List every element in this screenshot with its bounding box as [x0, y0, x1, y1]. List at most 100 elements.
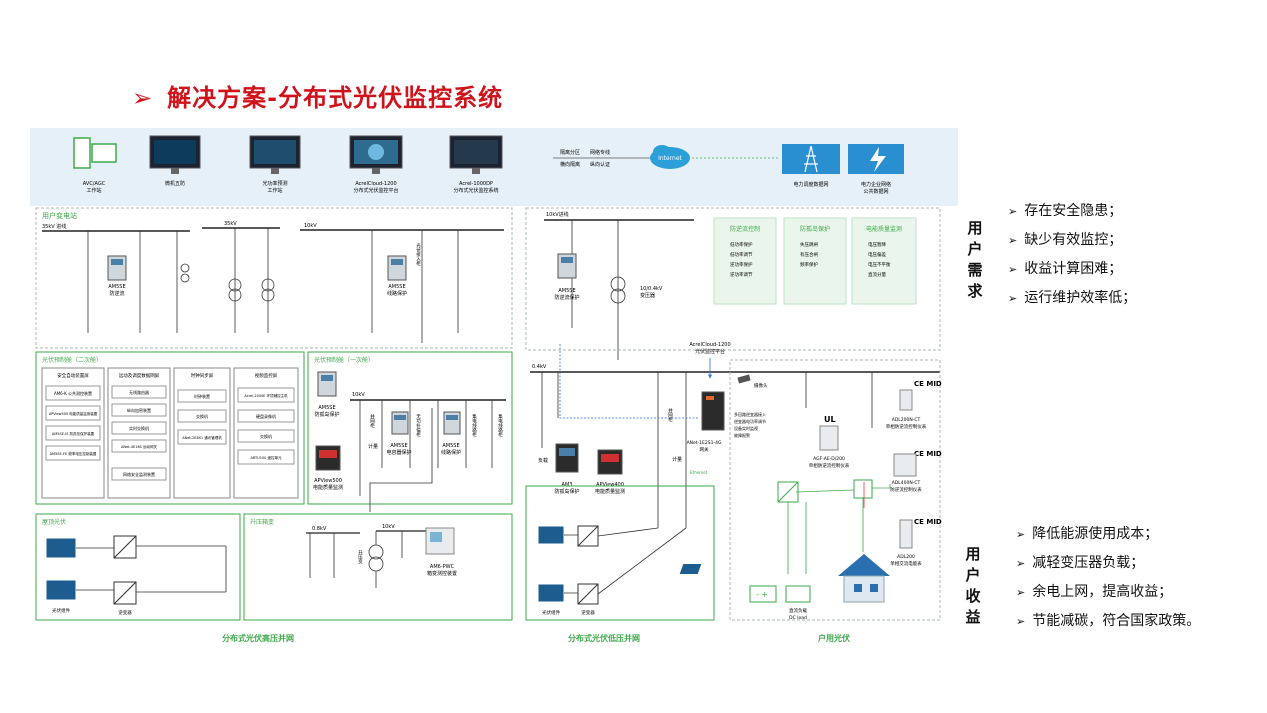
- hv-relay-a: AM5SE 防逆流: [107, 255, 127, 297]
- user-needs-label: 用户需求: [966, 218, 984, 302]
- primary-cabin-title: 光伏预制舱（一次舱）: [314, 356, 374, 364]
- enterprise-label-2: 公共数据网: [863, 188, 888, 195]
- sec-item-2-5: 网络安全监测装置: [123, 471, 155, 477]
- pri-meter: 计量: [368, 443, 378, 450]
- lv-meter-label: 计量: [672, 456, 682, 463]
- pri-apview-1: APView500: [314, 478, 342, 484]
- hv-bus35-label: 35kV 进线: [42, 223, 66, 230]
- enterprise-network-icon: 电力企业网络 公共数据网: [848, 144, 904, 195]
- lv-cab-label: 并网柜: [668, 407, 673, 423]
- hv-am5se-a-2: 防逆流: [109, 290, 124, 297]
- hv-kv35-label: 35kV: [224, 221, 237, 227]
- sec-item-2-4: ANet-4E16S 远动网关: [121, 444, 158, 449]
- lv-gw-item-3: 设备实时监视: [734, 425, 758, 431]
- home-dc-load-2: DC load: [789, 615, 807, 621]
- power-forecast-station: 光功率预测 工作站: [249, 135, 301, 194]
- sec-col-4-items: Acrel-2000E 环境辅控主机 硬盘录像机 交换机 ARTU100 遥控单…: [237, 387, 295, 465]
- lv-box-2-item-1: 失压跳闸: [800, 241, 818, 248]
- avc-workstation: AVC/AGC 工作站: [73, 137, 117, 194]
- station-label-5: Acrel-1000DP: [459, 181, 493, 187]
- hv-substation-title: 用户变电站: [42, 211, 77, 220]
- need-item-1: 存在安全隐患；: [1008, 197, 1136, 226]
- cloud-platform-station: AcrelCloud-1200 分布式光伏监控平台: [349, 135, 403, 194]
- sec-item-1-4: AM5SE-FE 频率电压控制装置: [50, 451, 97, 456]
- lv-tx-2: 变压器: [640, 292, 655, 299]
- net-label-1: 隔离分区: [560, 149, 580, 156]
- benefit-item-3: 余电上网，提高收益；: [1016, 578, 1200, 607]
- lv-kv10-label: 10kV进线: [546, 211, 569, 218]
- lv-am5se-2: 防逆流保护: [554, 294, 579, 301]
- home-adl400n-1: ADL400N-CT: [892, 480, 921, 486]
- user-needs-list: 存在安全隐患； 缺少有效监控； 收益计算困难； 运行维护效率低；: [1008, 197, 1136, 313]
- home-ce-2: CE MID: [914, 450, 942, 458]
- station-label-1: AVC/AGC: [83, 181, 106, 187]
- boost-kv08: 0.8kV: [312, 526, 327, 532]
- lv-transformer-icon: [610, 276, 626, 304]
- need-item-2: 缺少有效监控；: [1008, 226, 1136, 255]
- roof-inverter-label: 逆变器: [118, 609, 132, 616]
- sec-item-4-4: ARTU100 遥控单元: [250, 455, 282, 460]
- home-adl400n-2: 防逆流控制仪表: [890, 486, 922, 493]
- lv-am5se-1: AM5SE: [558, 288, 575, 294]
- home-agf-meter: [819, 425, 839, 451]
- user-benefits-label: 用户收益: [964, 544, 982, 628]
- lv-load-label: 负载: [538, 457, 548, 464]
- home-adl200n-meter: [899, 389, 913, 411]
- boost-am6pwc-2: 箱变测控装置: [427, 570, 457, 577]
- sec-item-4-2: 硬盘录像机: [256, 413, 276, 419]
- lv-pv-panel-icon: [537, 525, 565, 603]
- dispatch-network-icon: 电力调度数据网: [782, 144, 840, 188]
- home-ul-label: UL: [824, 415, 836, 424]
- sec-item-4-1: Acrel-2000E 环境辅控主机: [244, 393, 288, 398]
- hv-am5se-b-2: 线路保护: [387, 290, 407, 297]
- benefit-item-1: 降低能源使用成本；: [1016, 520, 1200, 549]
- sec-item-4-3: 交换机: [260, 433, 272, 439]
- pri-apview-2: 电能质量监测: [313, 484, 343, 491]
- user-benefits-list: 降低能源使用成本； 减轻变压器负载； 余电上网，提高收益； 节能减碳，符合国家政…: [1016, 520, 1200, 636]
- lv-cloud-1: AcrelCloud-1200: [689, 342, 730, 348]
- lv-apview-1: APView400: [596, 482, 624, 488]
- lv-camera-icon: 摄像头: [737, 374, 768, 389]
- lv-am3-2: 防孤岛保护: [554, 488, 579, 495]
- home-adl200n-2: 单相防逆流控制仪表: [886, 423, 927, 430]
- sec-col-3-items: 时钟装置 交换机 ANet-2E8S1 通讯管理机: [177, 389, 227, 445]
- lv-pv-box: [525, 485, 715, 621]
- home-ce-1: CE MID: [914, 380, 942, 388]
- lv-gw-item-4: 故障报警: [734, 432, 750, 438]
- hv-substation-box: [35, 207, 513, 349]
- hv-am5se-b-1: AM5SE: [388, 284, 405, 290]
- lv-box-2-item-3: 频率保护: [800, 261, 818, 268]
- sec-item-1-2: APView500 电能质量监测装置: [49, 411, 98, 416]
- home-adl200-meter: [899, 519, 913, 549]
- home-ce-3: CE MID: [914, 518, 942, 526]
- sec-col-h-4: 视频监控屏: [255, 372, 278, 379]
- need-item-3: 收益计算困难；: [1008, 255, 1136, 284]
- five-prevention-station: 微机五防: [149, 135, 201, 187]
- home-bottom-label: 户用光伏: [818, 633, 850, 643]
- page-title-text: 解决方案-分布式光伏监控系统: [167, 84, 504, 112]
- benefit-item-2: 减轻变压器负载；: [1016, 549, 1200, 578]
- home-pv-box: [729, 359, 941, 621]
- hv-inlet-label: 光伏接入柜: [416, 242, 421, 267]
- lv-box-1-item-1: 低功率保护: [730, 241, 753, 248]
- station-sub-3: 工作站: [267, 187, 282, 194]
- station-label-4: AcrelCloud-1200: [355, 181, 396, 187]
- pri-kv10-label: 10kV: [352, 392, 365, 398]
- home-dc-load-1: 直流负载: [789, 607, 807, 614]
- sec-col-2-items: 无线路由器 纵向加密装置 实时交换机 ANet-4E16S 远动网关 网络安全监…: [111, 385, 167, 481]
- lv-kv04-label: 0.4kV: [532, 364, 547, 370]
- roof-inverter-icon: [113, 535, 137, 605]
- hv-transformers: [180, 263, 275, 302]
- hv-am5se-a-1: AM5SE: [108, 284, 125, 290]
- lv-box-1-item-4: 逆功率调节: [730, 271, 753, 278]
- station-label-2: 微机五防: [165, 180, 185, 187]
- user-needs-text: 用户需求: [967, 219, 983, 300]
- sec-col-h-2: 远动及调度数据网屏: [119, 372, 160, 379]
- lv-box-3-item-1: 电压暂降: [868, 241, 886, 248]
- net-label-4: 纵向认证: [590, 161, 610, 168]
- lv-am3-relay: AM3 防孤岛保护: [554, 443, 580, 495]
- sec-col-h-1: 安全自动装置屏: [57, 372, 89, 379]
- station-sub-4: 分布式光伏监控平台: [353, 187, 398, 194]
- station-label-3: 光功率预测: [262, 180, 287, 187]
- lv-gateway-2: 网关: [700, 446, 709, 453]
